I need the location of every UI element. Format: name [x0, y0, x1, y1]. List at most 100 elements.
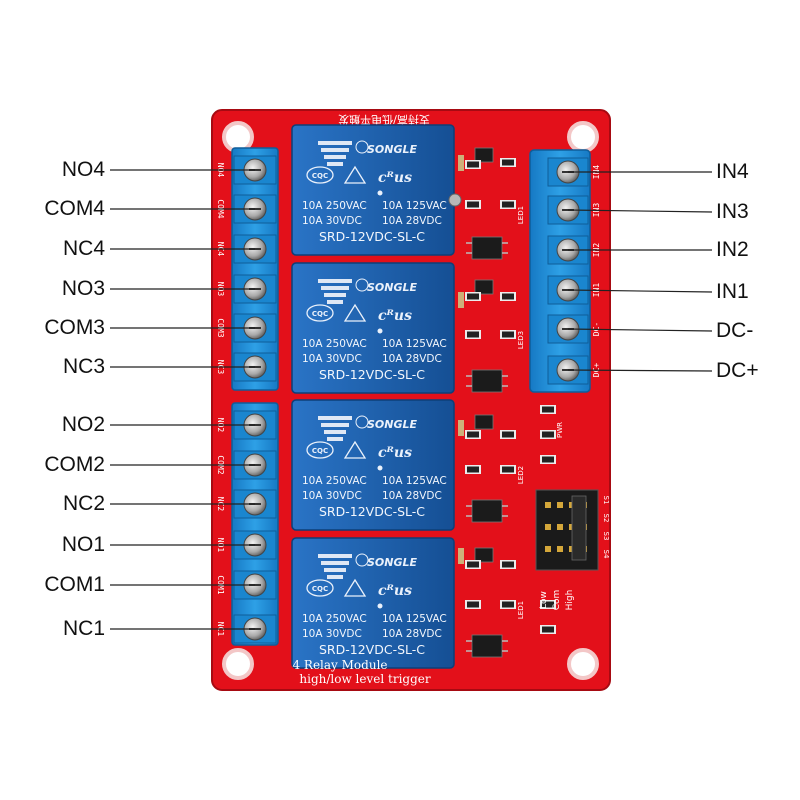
label-com4: COM4 — [44, 197, 105, 220]
smd-resistor — [465, 200, 481, 209]
smd-chip — [471, 634, 503, 658]
songle-logo-stripe — [321, 423, 349, 427]
songle-logo-stripe — [321, 148, 349, 152]
songle-logo-stripe — [321, 561, 349, 565]
relay-dot — [377, 603, 383, 609]
resistor-body — [467, 201, 479, 208]
resistor-body — [542, 431, 554, 438]
leader-line-right — [567, 289, 713, 293]
label-no1: NO1 — [61, 533, 105, 556]
label-com1: COM1 — [44, 573, 105, 596]
jumper-pin-label: S3 — [602, 532, 610, 541]
cqc-text: CQC — [312, 585, 328, 593]
jumper-label: High — [565, 590, 575, 611]
label-no3: NO3 — [61, 277, 105, 300]
smd-chip — [474, 147, 494, 163]
resistor-body — [467, 601, 479, 608]
smd-resistor — [500, 600, 516, 609]
smd-resistor — [465, 430, 481, 439]
relay-brand: SONGLE — [367, 418, 418, 431]
label-in4: IN4 — [716, 160, 749, 183]
smd-resistor — [465, 330, 481, 339]
header-pin — [557, 546, 563, 552]
smd-resistor — [465, 292, 481, 301]
relay-brand: SONGLE — [367, 281, 418, 294]
relay-brand: SONGLE — [367, 143, 418, 156]
songle-logo-stripe — [318, 279, 352, 283]
relay-spec-2r: 10A 28VDC — [382, 353, 442, 365]
resistor-body — [542, 626, 554, 633]
resistor-body — [467, 561, 479, 568]
smd-resistor — [540, 405, 556, 414]
relay-spec-2l: 10A 30VDC — [302, 215, 362, 227]
label-no2: NO2 — [61, 413, 105, 436]
songle-logo-stripe — [327, 162, 343, 166]
relay-spec-1r: 10A 125VAC — [382, 338, 447, 350]
label-com3: COM3 — [44, 316, 105, 339]
cqc-text: CQC — [312, 172, 328, 180]
smd-resistor — [500, 330, 516, 339]
header-pin — [545, 524, 551, 530]
relay-spec-2l: 10A 30VDC — [302, 353, 362, 365]
bottom-silk-line2: high/low level trigger — [299, 672, 431, 686]
resistor-body — [502, 293, 514, 300]
label-com2: COM2 — [44, 453, 105, 476]
relay-spec-2r: 10A 28VDC — [382, 490, 442, 502]
diode-icon — [458, 292, 464, 308]
relay-dot — [377, 465, 383, 471]
songle-logo-stripe — [324, 155, 346, 159]
label-dcplus: DC+ — [716, 359, 759, 382]
diode-icon — [458, 420, 464, 436]
diode-icon — [458, 548, 464, 564]
jumper-pin-label: S2 — [602, 514, 610, 523]
label-in3: IN3 — [716, 200, 749, 223]
relay-model: SRD-12VDC-SL-C — [319, 229, 425, 244]
warning-triangle-icon — [343, 440, 367, 459]
ul-mark-icon: cᴿus — [378, 583, 412, 599]
smd-resistor — [540, 430, 556, 439]
mounting-holes — [222, 121, 599, 680]
smd-resistor — [465, 160, 481, 169]
jumper-cap[interactable] — [571, 495, 587, 561]
relay-spec-1l: 10A 250VAC — [302, 338, 367, 350]
leader-line-right — [567, 328, 713, 332]
songle-logo-stripe — [318, 416, 352, 420]
smd-chip — [474, 547, 494, 563]
label-nc4: NC4 — [62, 237, 105, 260]
bottom-silk-line1: 4 Relay Module — [292, 658, 387, 672]
resistor-body — [502, 431, 514, 438]
relay-model: SRD-12VDC-SL-C — [319, 367, 425, 382]
leader-line-right — [567, 209, 713, 213]
cqc-logo-icon — [306, 441, 334, 459]
header-pin — [545, 502, 551, 508]
led-label: LED2 — [517, 466, 525, 484]
resistor-body — [502, 561, 514, 568]
smd-chip — [474, 279, 494, 295]
songle-logo-stripe — [327, 575, 343, 579]
relay-spec-2r: 10A 28VDC — [382, 215, 442, 227]
label-nc3: NC3 — [62, 355, 105, 378]
cqc-text: CQC — [312, 447, 328, 455]
cqc-logo-icon — [306, 304, 334, 322]
resistor-body — [542, 601, 554, 608]
songle-logo-stripe — [327, 300, 343, 304]
resistor-body — [502, 201, 514, 208]
smd-resistor — [500, 292, 516, 301]
header-pin — [557, 502, 563, 508]
smd-resistor — [500, 200, 516, 209]
relay-spec-2l: 10A 30VDC — [302, 628, 362, 640]
resistor-body — [542, 456, 554, 463]
songle-logo-stripe — [318, 141, 352, 145]
smd-resistor — [540, 625, 556, 634]
top-silk-text: 支持高/低电平触发 — [338, 113, 430, 127]
relay-spec-1r: 10A 125VAC — [382, 613, 447, 625]
led-label: LED1 — [517, 601, 525, 619]
relay-dot — [377, 328, 383, 334]
smd-chip — [471, 499, 503, 523]
